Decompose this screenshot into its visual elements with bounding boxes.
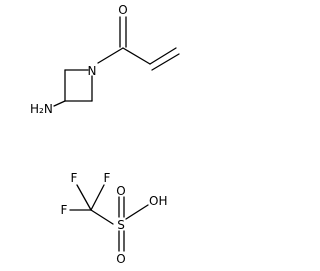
sulfonyl-oxygen-top-label: O (116, 184, 125, 198)
carbon-sulfur-bond (90, 209, 114, 225)
ring-nitrogen-label: N (88, 64, 97, 78)
fluorine-top-left-label: F (71, 171, 78, 185)
sulfonyl-oxygen-bottom-label: O (116, 252, 125, 266)
amine-label: H₂N (30, 102, 53, 116)
cf-bond-top-right (90, 184, 105, 211)
vinyl-double-bond-b (151, 53, 180, 71)
vinyl-double-bond-a (149, 47, 177, 65)
hydroxyl-label: OH (149, 194, 167, 208)
sulfur-label: S (117, 218, 125, 232)
fluorine-top-right-label: F (104, 171, 111, 185)
carbonyl-to-vinyl-bond (122, 47, 151, 65)
carbonyl-to-nitrogen-bond (97, 47, 124, 64)
fluorine-left-label: F (61, 203, 68, 217)
acryloyl-aminoazetidine-molecule: O N H₂N (30, 3, 180, 116)
carbonyl-oxygen-label: O (118, 3, 127, 17)
chemical-structure-diagram: O N H₂N F F F S OH O O (30, 3, 180, 266)
sulfur-hydroxyl-bond (125, 204, 149, 220)
cf-bond-top-left (76, 184, 92, 211)
ring-to-amine-bond (53, 100, 66, 107)
triflic-acid-molecule: F F F S OH O O (61, 171, 168, 266)
